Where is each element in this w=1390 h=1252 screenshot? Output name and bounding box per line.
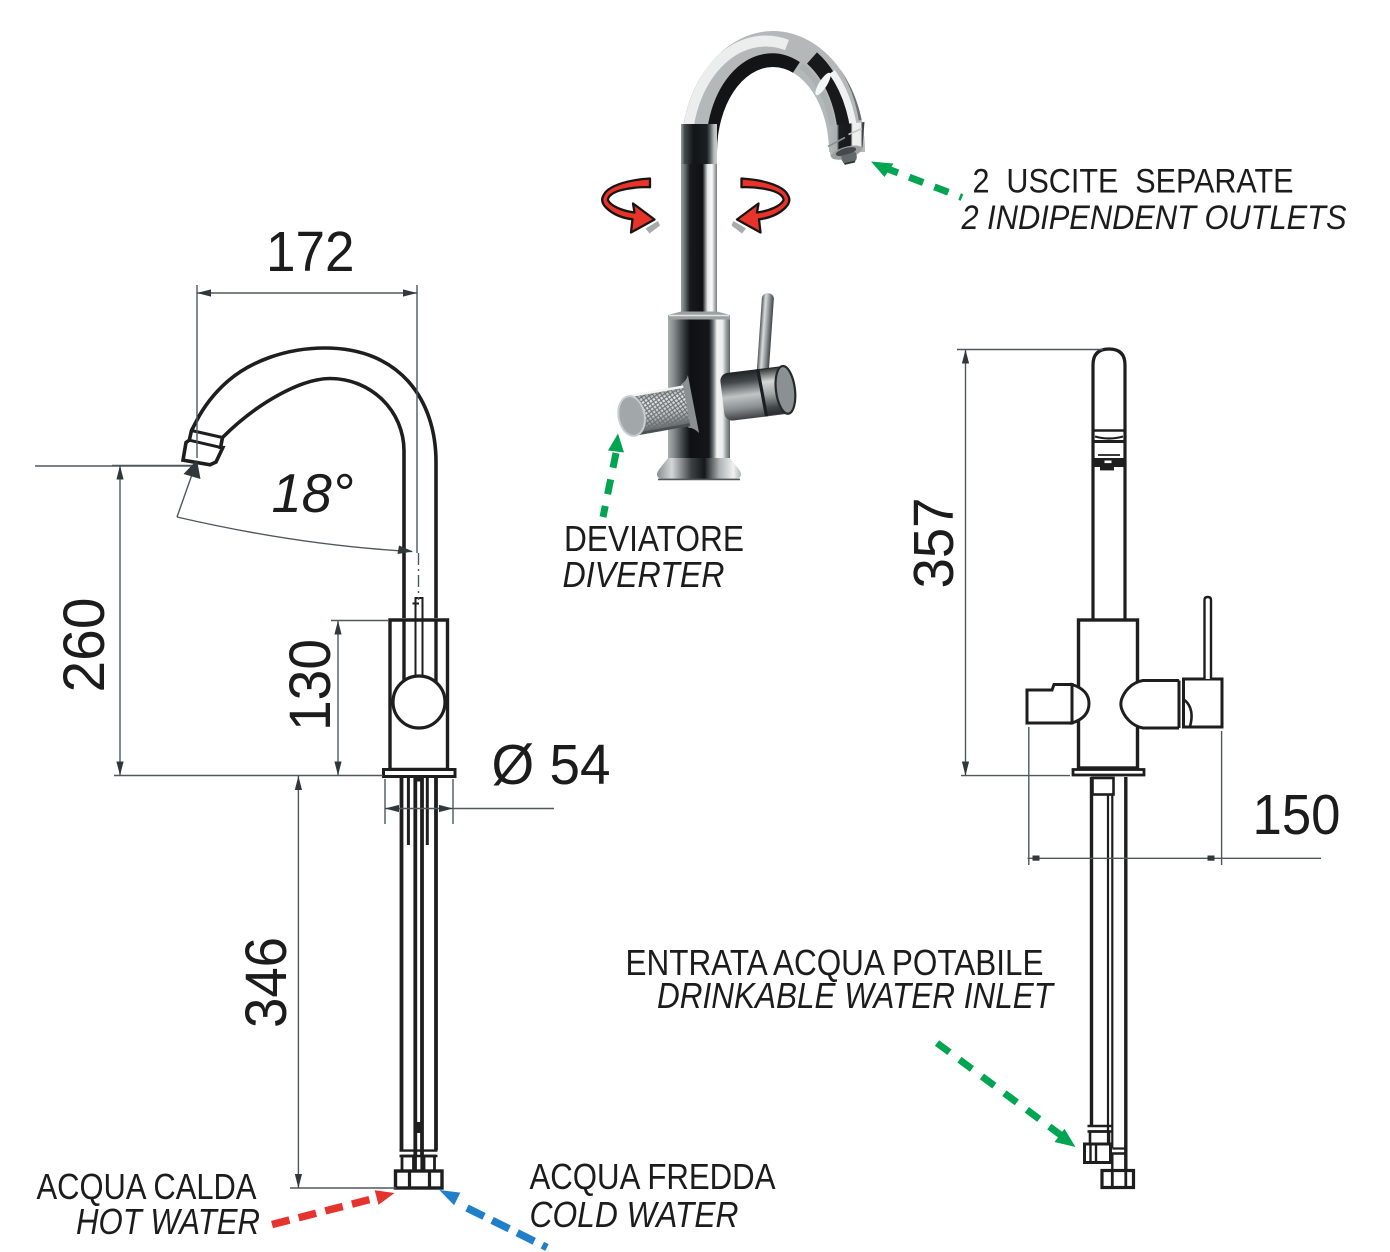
svg-text:DIVERTER: DIVERTER (563, 554, 725, 595)
svg-text:ACQUA FREDDA: ACQUA FREDDA (530, 1156, 776, 1197)
svg-text:ENTRATA ACQUA POTABILE: ENTRATA ACQUA POTABILE (626, 942, 1044, 983)
svg-text:357: 357 (902, 498, 966, 589)
svg-text:346: 346 (234, 937, 299, 1028)
svg-text:2 INDIPENDENT OUTLETS: 2 INDIPENDENT OUTLETS (961, 199, 1347, 237)
svg-text:172: 172 (266, 220, 355, 284)
svg-text:2 USCITE SEPARATE: 2 USCITE SEPARATE (973, 163, 1294, 201)
svg-text:DRINKABLE WATER INLET: DRINKABLE WATER INLET (657, 975, 1056, 1016)
svg-text:COLD WATER: COLD WATER (530, 1194, 739, 1235)
svg-text:130: 130 (278, 639, 343, 731)
svg-text:150: 150 (1253, 783, 1341, 847)
svg-text:Ø 54: Ø 54 (492, 733, 611, 797)
svg-text:HOT WATER: HOT WATER (76, 1201, 260, 1242)
svg-text:DEVIATORE: DEVIATORE (564, 518, 744, 559)
svg-text:ACQUA CALDA: ACQUA CALDA (37, 1166, 257, 1207)
svg-text:18°: 18° (272, 462, 354, 524)
svg-text:260: 260 (52, 598, 117, 693)
